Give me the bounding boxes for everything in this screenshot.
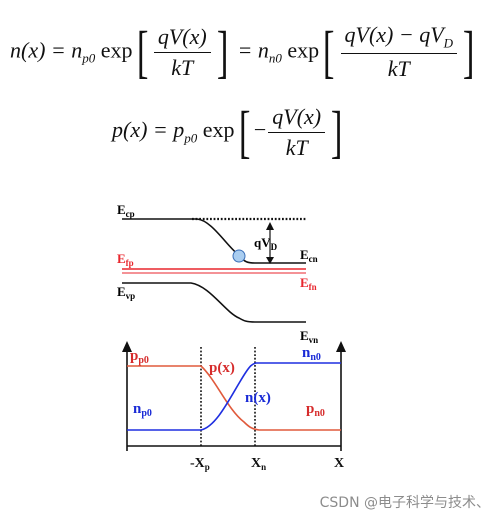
eq-n-den1: kT	[171, 54, 194, 80]
eq-p-den: kT	[285, 134, 308, 160]
label-xn: Xn	[251, 456, 266, 472]
label-evp: Evp	[117, 284, 135, 301]
eq-n-lhs-sub: p0	[82, 50, 96, 66]
bracket-close-3: ]	[331, 99, 343, 164]
label-neg-xp: -Xp	[190, 456, 210, 472]
label-evn: Evn	[300, 328, 318, 345]
eq-n-num2-sub: D	[443, 35, 454, 51]
eq-p-exp: exp	[202, 117, 235, 143]
eq-p-lhs: p(x) = p	[112, 117, 185, 143]
qvd-arrow-up	[266, 222, 274, 230]
eq-p-lhs-sub: p0	[184, 130, 198, 146]
eq-n-exp: exp	[100, 37, 133, 63]
eq-p-num: qV(x)	[272, 103, 322, 129]
bracket-open-2: [	[323, 19, 335, 85]
eq-n-frac1: qV(x) kT	[153, 23, 211, 81]
eq-n-exp2: exp	[287, 37, 320, 63]
label-nn0: nn0	[302, 345, 321, 363]
label-pn0: pn0	[306, 401, 325, 419]
label-x-axis: X	[334, 456, 344, 471]
label-efn: Efn	[300, 275, 317, 292]
qvd-arrow-down	[266, 257, 274, 264]
left-axis-arrow	[122, 341, 132, 352]
electron-dot	[232, 249, 246, 263]
watermark: CSDN @电子科学与技术、	[319, 495, 490, 511]
label-efp: Efp	[117, 251, 134, 268]
bracket-close: ]	[216, 19, 229, 85]
eq-p-frac: qV(x) kT	[268, 103, 326, 161]
label-px: p(x)	[209, 360, 235, 376]
label-qvd: qVD	[254, 235, 278, 252]
eq-n-mid-sub: n0	[268, 50, 282, 66]
equation-p: p(x) = pp0 exp[−qV(x)kT]	[112, 103, 346, 161]
bracket-close-2: ]	[462, 19, 475, 85]
p-curve	[127, 365, 341, 431]
equation-n: n(x) = np0 exp[qV(x)kT] = nn0 exp[qV(x) …	[10, 22, 478, 82]
eq-p-minus: −	[253, 117, 267, 143]
right-axis-arrow	[336, 341, 346, 352]
bracket-open-3: [	[238, 99, 250, 164]
eq-n-den2: kT	[387, 56, 410, 82]
bracket-open: [	[136, 19, 148, 85]
label-pp0: pp0	[130, 348, 149, 366]
eq-n-num1: qV(x)	[157, 23, 207, 49]
label-ecn: Ecn	[300, 247, 318, 264]
valence-band	[122, 282, 306, 323]
eq-n-lhs: n(x) = n	[10, 37, 83, 63]
n-curve	[127, 362, 341, 431]
eq-n-mid: = n	[237, 37, 269, 63]
label-np0: np0	[133, 401, 152, 419]
eq-n-num2: qV(x) − qV	[344, 22, 444, 47]
label-ecp: Ecp	[117, 202, 135, 219]
label-nx: n(x)	[245, 390, 271, 406]
